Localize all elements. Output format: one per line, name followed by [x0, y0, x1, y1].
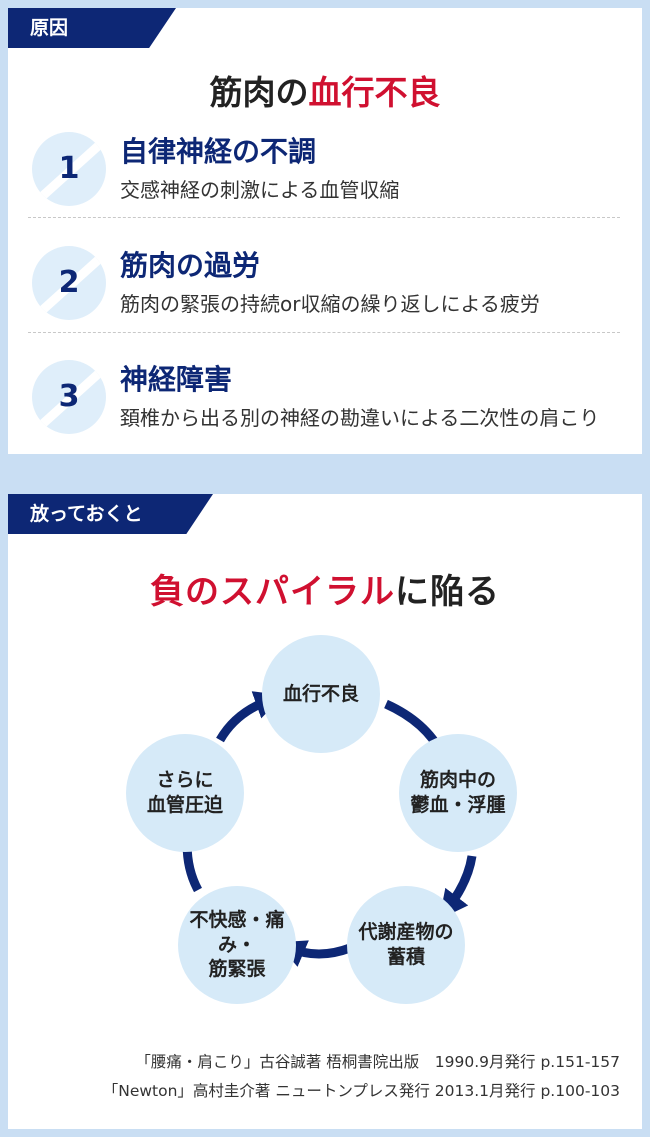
causes-panel: 原因 筋肉の血行不良 1 自律神経の不調 交感神経の刺激による血管収縮 2 筋肉… — [8, 8, 642, 454]
divider — [28, 332, 620, 333]
cause-title: 神経障害 — [120, 363, 233, 396]
cause-title: 自律神経の不調 — [120, 135, 317, 168]
causes-heading: 筋肉の血行不良 — [8, 66, 642, 114]
spiral-tag: 放っておくと — [8, 494, 213, 534]
causes-tag: 原因 — [8, 8, 176, 48]
cycle-node-pain: 不快感・痛み・ 筋緊張 — [178, 886, 296, 1004]
cycle-node-blood-flow: 血行不良 — [262, 635, 380, 753]
spiral-heading-highlight: 負のスパイラル — [150, 572, 395, 612]
cause-item-2: 2 筋肉の過労 筋肉の緊張の持続or収縮の繰り返しによる疲労 — [28, 234, 620, 330]
divider — [28, 217, 620, 218]
cycle-node-congestion: 筋肉中の 鬱血・浮腫 — [399, 734, 517, 852]
cause-item-3: 3 神経障害 頚椎から出る別の神経の勘違いによる二次性の肩こり — [28, 348, 620, 444]
spiral-heading: 負のスパイラルに陥る — [8, 564, 642, 613]
cycle-node-metabolites: 代謝産物の 蓄積 — [347, 886, 465, 1004]
causes-heading-prefix: 筋肉の — [209, 73, 309, 112]
cycle-arrows — [172, 691, 477, 967]
cause-description: 頚椎から出る別の神経の勘違いによる二次性の肩こり — [120, 406, 600, 430]
spiral-panel: 放っておくと 負のスパイラルに陥る 血行不良 筋肉中の 鬱血・浮腫 代謝産物の … — [8, 494, 642, 1129]
cause-number-badge: 1 — [32, 132, 106, 206]
spiral-heading-suffix: に陥る — [395, 572, 500, 612]
causes-heading-highlight: 血行不良 — [308, 73, 441, 112]
cause-number: 2 — [58, 265, 80, 300]
cause-title: 筋肉の過労 — [120, 249, 261, 282]
cause-description: 交感神経の刺激による血管収縮 — [120, 178, 400, 202]
cause-number-badge: 3 — [32, 360, 106, 434]
reference-1: 「腰痛・肩こり」古谷誠著 梧桐書院出版 1990.9月発行 p.151-157 — [135, 1053, 620, 1071]
reference-2: 「Newton」高村圭介著 ニュートンプレス発行 2013.1月発行 p.100… — [102, 1082, 620, 1100]
arrow-2-to-3 — [439, 855, 477, 920]
cause-description: 筋肉の緊張の持続or収縮の繰り返しによる疲労 — [120, 292, 540, 316]
cause-number: 3 — [58, 379, 80, 414]
arrow-3-to-4 — [276, 940, 352, 967]
cycle-node-vessel-pressure: さらに 血管圧迫 — [126, 734, 244, 852]
cause-item-1: 1 自律神経の不調 交感神経の刺激による血管収縮 — [28, 120, 620, 216]
cause-number: 1 — [58, 151, 80, 186]
cause-number-badge: 2 — [32, 246, 106, 320]
